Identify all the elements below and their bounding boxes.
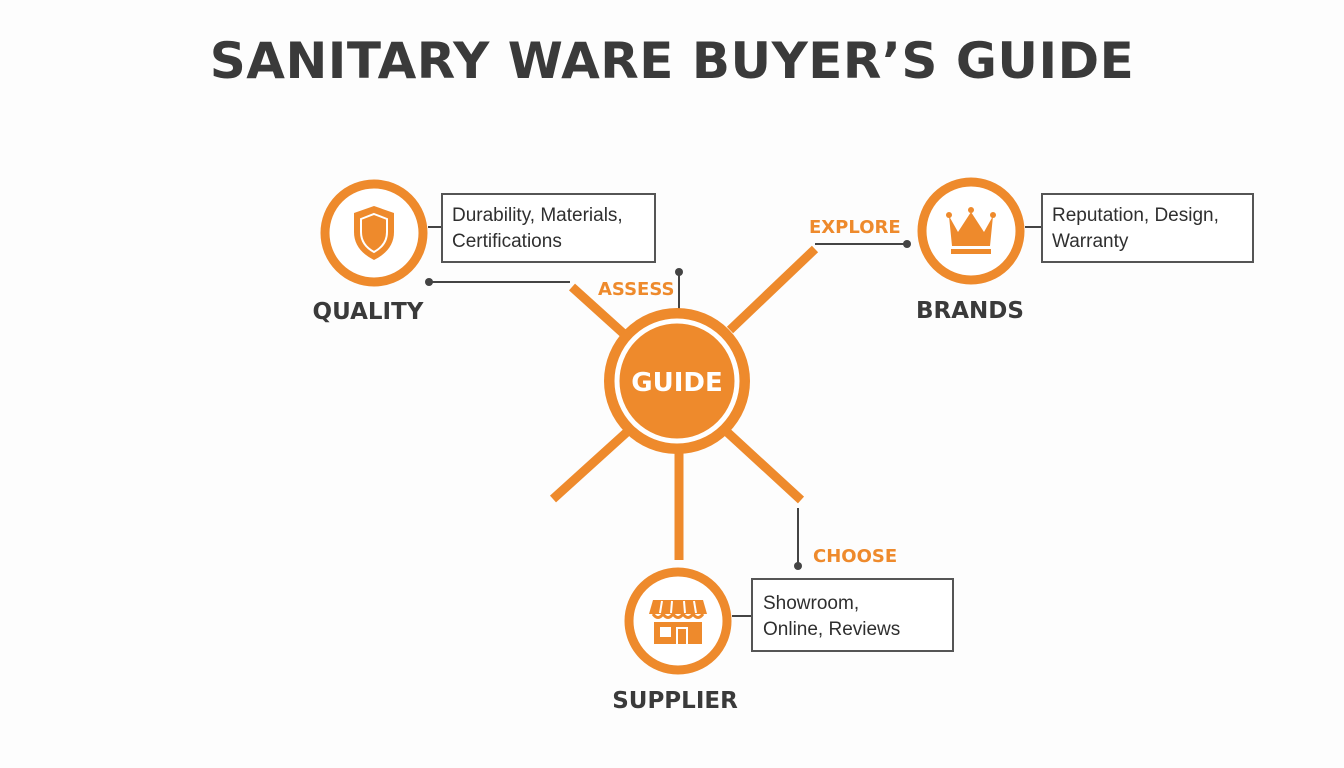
quality-label: QUALITY bbox=[313, 299, 424, 325]
hub-inner-ring bbox=[614, 318, 740, 444]
supplier-details-box bbox=[751, 578, 954, 652]
brands-details-box bbox=[1041, 193, 1254, 263]
storefront-icon bbox=[649, 600, 707, 644]
crown-icon bbox=[946, 207, 996, 254]
hub-spokes bbox=[549, 245, 819, 560]
connector-dot-choose bbox=[794, 562, 802, 570]
supplier-details-line-2: Online, Reviews bbox=[763, 619, 900, 640]
spoke-quality bbox=[568, 283, 628, 338]
quality-details-line-1: Durability, Materials, bbox=[452, 205, 623, 226]
spoke-brands bbox=[726, 245, 819, 334]
spoke-lower-left bbox=[549, 428, 631, 503]
connector-dot-brands bbox=[903, 240, 911, 248]
quality-verb: ASSESS bbox=[598, 279, 674, 300]
hub-node: GUIDE bbox=[604, 308, 750, 454]
hub-outer-ring bbox=[604, 308, 750, 454]
supplier-ring bbox=[624, 567, 732, 675]
node-quality: QUALITY ASSESS Durability, Materials, Ce… bbox=[313, 179, 674, 325]
page-title: SANITARY WARE BUYER’S GUIDE bbox=[209, 32, 1135, 90]
brands-details-line-2: Warranty bbox=[1052, 231, 1129, 252]
connector-dot-assess bbox=[675, 268, 683, 276]
hub-label: GUIDE bbox=[631, 368, 722, 398]
connectors bbox=[425, 226, 1042, 617]
quality-details-line-2: Certifications bbox=[452, 231, 562, 252]
node-brands: BRANDS EXPLORE Reputation, Design, Warra… bbox=[809, 177, 1254, 324]
brands-label: BRANDS bbox=[916, 298, 1024, 324]
quality-details-box bbox=[441, 193, 656, 263]
supplier-details-line-1: Showroom, bbox=[763, 593, 859, 614]
node-supplier: SUPPLIER CHOOSE Showroom, Online, Review… bbox=[612, 546, 954, 714]
supplier-verb: CHOOSE bbox=[813, 546, 897, 567]
spoke-lower-right bbox=[723, 428, 805, 504]
brands-details-line-1: Reputation, Design, bbox=[1052, 205, 1219, 226]
brands-verb: EXPLORE bbox=[809, 217, 901, 238]
shield-icon bbox=[354, 206, 394, 260]
connector-dot-quality bbox=[425, 278, 433, 286]
supplier-label: SUPPLIER bbox=[612, 688, 738, 714]
